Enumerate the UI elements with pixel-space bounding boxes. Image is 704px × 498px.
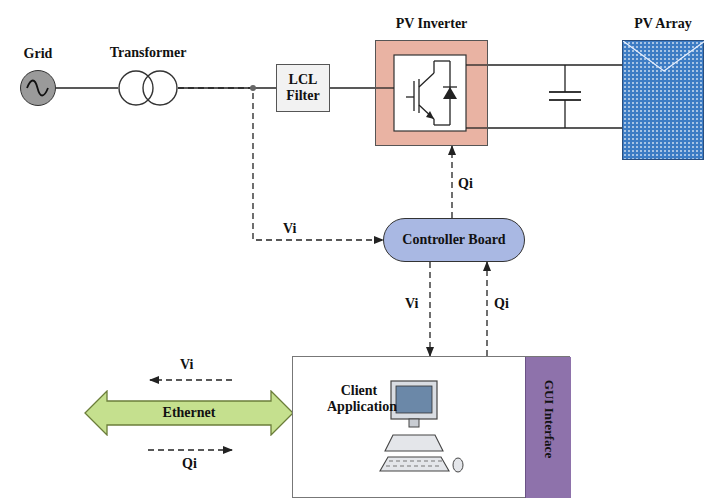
client-box: Client Application GUI Interface [292, 356, 570, 498]
node-label: GUI Interface [541, 380, 556, 458]
node-label: Grid [24, 46, 53, 62]
gui-band: GUI Interface [525, 357, 571, 498]
power-wire [330, 87, 375, 88]
signal-line [486, 262, 487, 356]
signal-line [429, 262, 430, 356]
signal-name: Qi [458, 176, 473, 192]
power-wire [488, 64, 622, 65]
inverter-box: PV Inverter [375, 40, 488, 146]
node-label: LCL Filter [277, 65, 329, 111]
controller-pill: Controller Board [383, 218, 525, 262]
node-label: Client Application [327, 383, 391, 415]
signal-arrow [150, 379, 232, 380]
panel-lines [623, 41, 704, 161]
power-wire [56, 87, 118, 88]
grid-source: Grid [20, 70, 56, 106]
computer-icon [293, 357, 523, 497]
signal-name: Qi [182, 456, 197, 472]
signal-name: Vi [283, 221, 296, 237]
node-label: Transformer [110, 45, 187, 61]
igbt-symbol [376, 41, 487, 145]
signal-name: Vi [180, 357, 193, 373]
junction-dot [250, 85, 256, 91]
sine-symbol [21, 71, 54, 104]
node-label: PV Array [634, 16, 692, 32]
node-label: Ethernet [84, 390, 294, 436]
transformer-coils [118, 70, 178, 106]
filter-box: LCL Filter [276, 64, 330, 112]
signal-line [451, 146, 452, 218]
ethernet-arrow: Ethernet [84, 390, 294, 436]
node-label: PV Inverter [396, 16, 468, 32]
signal-name: Vi [405, 296, 418, 312]
transformer: Transformer [118, 70, 178, 106]
signal-arrow [148, 449, 232, 450]
pv-array: PV Array [622, 40, 704, 160]
capacitor-symbol [549, 65, 581, 128]
signal-name: Qi [494, 296, 509, 312]
node-label: Controller Board [384, 219, 524, 261]
dc-wire [488, 127, 622, 128]
